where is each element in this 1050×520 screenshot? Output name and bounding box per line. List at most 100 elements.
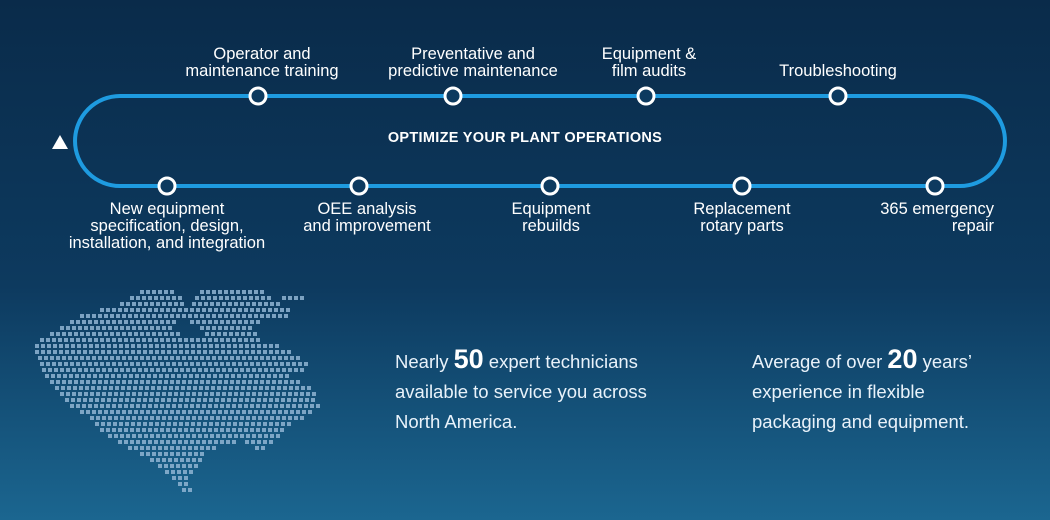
map-dot bbox=[203, 344, 207, 348]
map-dot bbox=[130, 338, 134, 342]
map-dot bbox=[170, 446, 174, 450]
map-dot bbox=[58, 362, 62, 366]
map-dot bbox=[146, 332, 150, 336]
map-dot bbox=[176, 356, 180, 360]
map-dot bbox=[164, 380, 168, 384]
map-dot bbox=[118, 428, 122, 432]
map-dot bbox=[249, 374, 253, 378]
map-dot bbox=[162, 458, 166, 462]
map-dot bbox=[56, 332, 60, 336]
map-dot bbox=[192, 368, 196, 372]
map-dot bbox=[221, 350, 225, 354]
map-dot bbox=[218, 326, 222, 330]
map-dot bbox=[78, 392, 82, 396]
stat-experience: Average of over 20 years’ experience in … bbox=[752, 344, 972, 437]
map-dot bbox=[149, 350, 153, 354]
map-dot bbox=[210, 368, 214, 372]
map-dot bbox=[108, 368, 112, 372]
map-dot bbox=[178, 476, 182, 480]
map-dot bbox=[166, 320, 170, 324]
map-dot bbox=[44, 356, 48, 360]
map-dot bbox=[112, 308, 116, 312]
map-dot bbox=[142, 440, 146, 444]
map-dot bbox=[144, 416, 148, 420]
map-dot bbox=[84, 326, 88, 330]
map-dot bbox=[200, 410, 204, 414]
map-dot bbox=[140, 452, 144, 456]
map-dot bbox=[206, 380, 210, 384]
map-dot bbox=[77, 344, 81, 348]
map-dot bbox=[154, 296, 158, 300]
map-dot bbox=[83, 398, 87, 402]
map-dot bbox=[137, 398, 141, 402]
map-dot bbox=[118, 320, 122, 324]
map-dot bbox=[150, 416, 154, 420]
map-dot bbox=[211, 386, 215, 390]
map-dot bbox=[285, 374, 289, 378]
map-dot bbox=[223, 332, 227, 336]
map-dot bbox=[160, 296, 164, 300]
map-dot bbox=[107, 350, 111, 354]
loop-node-top-2 bbox=[443, 86, 463, 106]
map-dot bbox=[59, 350, 63, 354]
map-dot bbox=[294, 416, 298, 420]
map-dot bbox=[278, 380, 282, 384]
map-dot bbox=[255, 296, 259, 300]
map-dot bbox=[266, 314, 270, 318]
map-dot bbox=[247, 386, 251, 390]
map-dot bbox=[136, 308, 140, 312]
loop-node-bottom-2 bbox=[349, 176, 369, 196]
map-dot bbox=[182, 452, 186, 456]
map-dot bbox=[250, 428, 254, 432]
map-dot bbox=[140, 332, 144, 336]
map-dot bbox=[236, 380, 240, 384]
map-dot bbox=[232, 362, 236, 366]
map-dot bbox=[164, 290, 168, 294]
map-dot bbox=[294, 296, 298, 300]
map-dot bbox=[170, 464, 174, 468]
service-label-emergency-repair: 365 emergency repair bbox=[880, 200, 994, 235]
map-dot bbox=[172, 404, 176, 408]
map-dot bbox=[269, 422, 273, 426]
map-dot bbox=[52, 362, 56, 366]
map-dot bbox=[246, 434, 250, 438]
map-dot bbox=[213, 374, 217, 378]
map-dot bbox=[255, 446, 259, 450]
map-dot bbox=[214, 440, 218, 444]
map-dot bbox=[262, 362, 266, 366]
map-dot bbox=[65, 344, 69, 348]
map-dot bbox=[203, 422, 207, 426]
map-dot bbox=[155, 344, 159, 348]
map-dot bbox=[253, 332, 257, 336]
map-dot bbox=[184, 428, 188, 432]
map-dot bbox=[50, 380, 54, 384]
map-dot bbox=[185, 350, 189, 354]
map-dot bbox=[158, 314, 162, 318]
map-dot bbox=[83, 350, 87, 354]
map-dot bbox=[86, 332, 90, 336]
map-dot bbox=[65, 350, 69, 354]
map-dot bbox=[290, 356, 294, 360]
map-dot bbox=[57, 374, 61, 378]
map-dot bbox=[208, 428, 212, 432]
map-dot bbox=[132, 416, 136, 420]
map-dot bbox=[210, 416, 214, 420]
loop-node-top-1 bbox=[248, 86, 268, 106]
map-dot bbox=[256, 308, 260, 312]
map-dot bbox=[200, 314, 204, 318]
map-dot bbox=[248, 356, 252, 360]
map-dot bbox=[276, 392, 280, 396]
map-dot bbox=[158, 356, 162, 360]
map-dot bbox=[142, 338, 146, 342]
map-dot bbox=[124, 404, 128, 408]
map-dot bbox=[152, 332, 156, 336]
map-dot bbox=[218, 356, 222, 360]
map-dot bbox=[199, 386, 203, 390]
map-dot bbox=[82, 338, 86, 342]
map-dot bbox=[260, 290, 264, 294]
map-dot bbox=[217, 332, 221, 336]
loop-node-bottom-5 bbox=[925, 176, 945, 196]
map-dot bbox=[280, 428, 284, 432]
map-dot bbox=[178, 296, 182, 300]
map-dot bbox=[226, 440, 230, 444]
